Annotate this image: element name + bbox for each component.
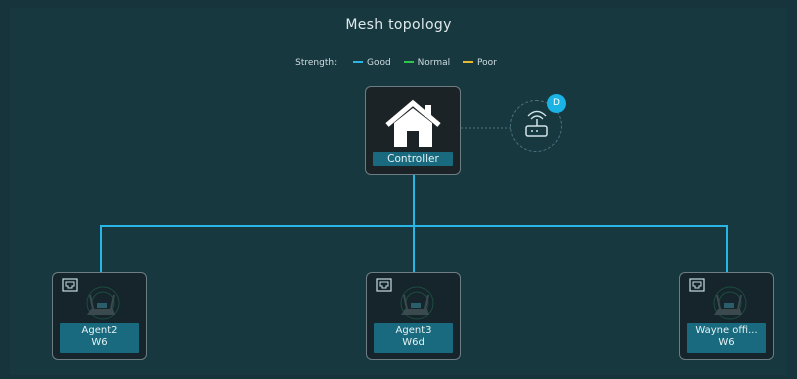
controller-node[interactable]: Controller — [365, 86, 461, 175]
legend-item-good: Good — [352, 58, 391, 68]
legend-item-normal: Normal — [403, 58, 450, 68]
router-icon — [713, 286, 747, 320]
legend-item-poor: Poor — [463, 58, 497, 68]
home-icon — [385, 99, 441, 147]
page-title: Mesh topology — [345, 17, 452, 33]
satellite-badge: D — [547, 94, 566, 113]
agent-label: Wayne offi...W6 — [687, 323, 766, 353]
ethernet-port-icon — [689, 278, 705, 292]
agent-node[interactable]: Wayne offi...W6 — [679, 272, 774, 360]
ethernet-port-icon — [62, 278, 78, 292]
router-icon — [400, 286, 434, 320]
wireless-router-icon — [525, 110, 548, 137]
satellite-device[interactable] — [510, 100, 562, 152]
router-icon — [86, 286, 120, 320]
controller-label: Controller — [373, 152, 453, 166]
ethernet-port-icon — [376, 278, 392, 292]
good-swatch — [352, 60, 363, 63]
poor-swatch — [463, 60, 474, 63]
normal-swatch — [403, 60, 414, 63]
legend-label: Strength: — [295, 58, 338, 68]
strength-legend: Strength: Good Normal Poor — [0, 58, 797, 68]
